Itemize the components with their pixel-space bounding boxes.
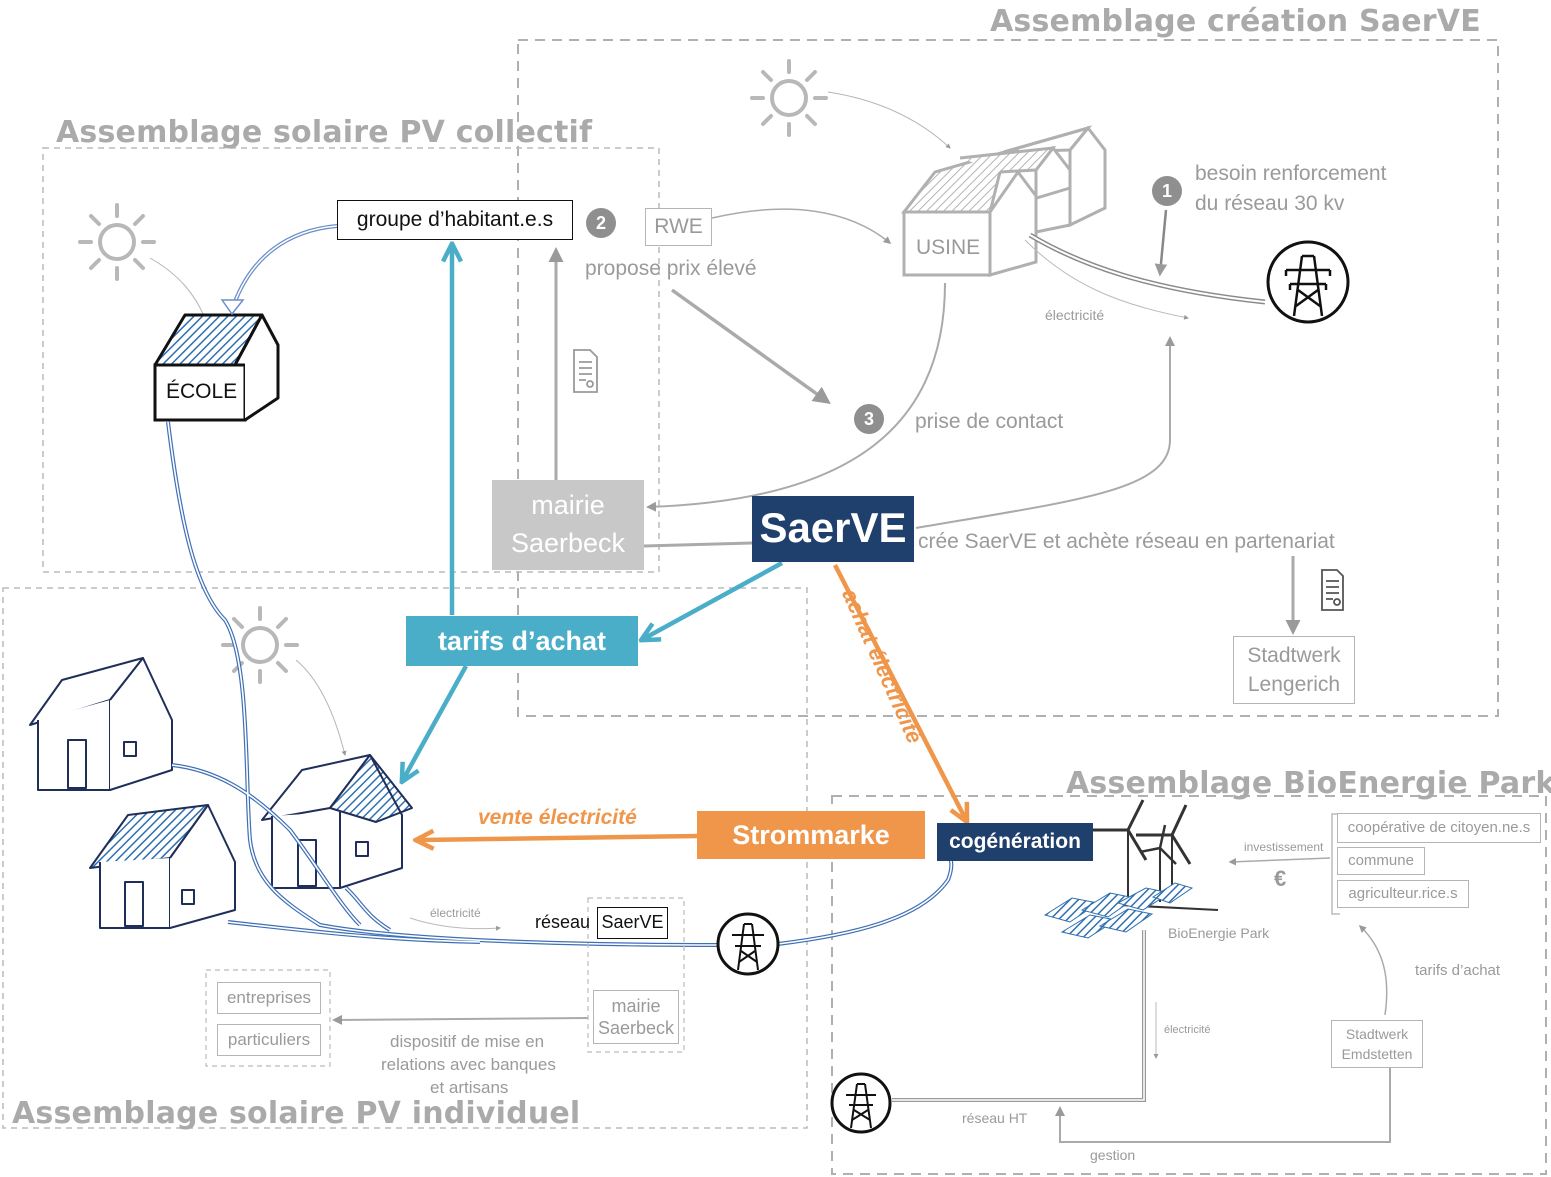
sun-to-ecole-arrow [149, 257, 206, 319]
vente-electricite-label: vente électricité [478, 806, 637, 829]
pylon-icon [716, 912, 780, 976]
tarifs-small-label: tarifs d’achat [1415, 962, 1501, 979]
investissement-label: investissement [1244, 840, 1324, 854]
house-icon [261, 754, 413, 889]
strommarke-box: Strommarke [697, 811, 925, 859]
grid-cable [1028, 232, 1266, 305]
investissement-arrow [1228, 857, 1331, 866]
electricite-small-label: électricité [430, 906, 481, 920]
panel-title-bioenergie: Assemblage BioEnergie Park [1066, 766, 1551, 801]
dispositif-line-1: dispositif de mise en [390, 1032, 545, 1051]
house-icon [89, 804, 236, 929]
step-badge-1: 1 [1152, 176, 1182, 206]
stadtwerk-lengerich-box: Stadtwerk Lengerich [1233, 636, 1355, 704]
cogeneration-box: cogénération [937, 823, 1093, 861]
particuliers-box: particuliers [217, 1024, 321, 1056]
electricite-small-arrow [409, 917, 501, 931]
bracket-investors [1331, 813, 1340, 915]
euro-label: € [1274, 866, 1287, 891]
dashed-group-targets [205, 969, 331, 1067]
besoin-label-2: du réseau 30 kv [1195, 192, 1345, 215]
prise-label: prise de contact [915, 410, 1064, 433]
stadtwerk-lengerich-line-1: Stadtwerk [1247, 644, 1341, 667]
tarifs-to-house-arrow [404, 664, 468, 778]
rwe-box: RWE [645, 208, 712, 246]
pylon-icon [1266, 240, 1350, 324]
reseau-ht-label: réseau HT [962, 1110, 1028, 1126]
sun-icon [78, 203, 156, 281]
rwe-to-usine-arrow [711, 208, 892, 244]
electricite-top-label: électricité [1045, 307, 1105, 323]
panel-title-pv-collective: Assemblage solaire PV collectif [56, 115, 593, 150]
vente-arrow [420, 836, 701, 840]
panel-title-pv-individual: Assemblage solaire PV individuel [12, 1096, 581, 1131]
stadtwerk-emsdetten-line-1: Stadtwerk [1345, 1026, 1409, 1042]
sun-icon [750, 59, 828, 137]
document-icon [573, 349, 598, 393]
house-icon [153, 313, 280, 422]
factory-icon [900, 125, 1107, 277]
panel-bioenergie [831, 795, 1547, 1175]
groupe-habitants-box: groupe d’habitant.e.s [337, 200, 573, 240]
groupe-to-ecole-arrow [230, 224, 338, 311]
usine-to-mairie-arrow [646, 282, 946, 512]
mairie-line-1: mairie [531, 490, 605, 520]
saerve-to-reseau-arrow [915, 336, 1175, 529]
agriculteur-box: agriculteur.rice.s [1337, 880, 1469, 908]
entreprises-box: entreprises [217, 982, 321, 1014]
mairie-small-line-2: Saerbeck [597, 1018, 675, 1038]
mairie-small-line-1: mairie [611, 996, 661, 1016]
bioenergie-park-label: BioEnergie Park [1168, 925, 1270, 941]
electricite-bio-label: électricité [1164, 1024, 1211, 1036]
saerve-to-mairie-line [643, 541, 753, 548]
propose-arrow [670, 288, 831, 405]
sun-to-house-arrow [295, 659, 347, 756]
cree-label: crée SaerVE et achète réseau en partenar… [918, 530, 1335, 553]
besoin-label-1: besoin renforcement [1195, 162, 1387, 185]
ecole-label: ÉCOLE [166, 380, 238, 403]
tarifs-achat-box: tarifs d’achat [406, 616, 638, 666]
cooperative-box: coopérative de citoyen.ne.s [1337, 813, 1541, 843]
besoin-arrow [1154, 209, 1168, 277]
panel-title-saerve: Assemblage création SaerVE [990, 4, 1481, 39]
panel-pv-collective [42, 147, 660, 573]
gestion-arrow [1055, 1068, 1391, 1143]
propose-label: propose prix élevé [585, 257, 757, 280]
tarifs-small-arrow [1358, 924, 1388, 1016]
step-badge-3: 3 [854, 404, 884, 434]
step-badge-2: 2 [586, 208, 616, 238]
stadtwerk-emsdetten-line-2: Emdstetten [1341, 1046, 1413, 1062]
mairie-small-box: mairie Saerbeck [593, 990, 679, 1044]
electricite-arrow [1024, 239, 1189, 320]
mairie-line-2: Saerbeck [510, 528, 626, 558]
commune-box: commune [1337, 847, 1425, 875]
saerve-to-tarifs-arrow [645, 561, 784, 638]
reseau-label: réseau [535, 912, 591, 932]
pylon-icon [830, 1072, 892, 1134]
stadtwerk-lengerich-line-2: Lengerich [1247, 673, 1341, 696]
saerve-box: SaerVE [752, 496, 914, 562]
house-icon [29, 657, 173, 791]
dispositif-line-2: relations avec banques [381, 1055, 556, 1074]
sun-to-usine-arrow [827, 91, 951, 149]
wind-turbine-icon [1092, 799, 1219, 911]
reseau-ht-cable [892, 930, 1146, 1102]
document-icon [1321, 569, 1344, 611]
solar-panel-icon [1043, 882, 1194, 939]
panel-saerve [517, 39, 1499, 717]
dispositif-arrow [332, 1014, 589, 1025]
usine-label: USINE [916, 236, 981, 259]
gestion-label: gestion [1090, 1147, 1136, 1163]
mairie-saerbeck-box: mairie Saerbeck [492, 480, 644, 570]
dispositif-line-3: et artisans [430, 1078, 509, 1097]
stadtwerk-emsdetten-box: Stadtwerk Emdstetten [1331, 1020, 1423, 1068]
panel-pv-individual [2, 587, 808, 1129]
dashed-group-reseau [587, 897, 685, 1053]
reseau-saerve-box: SaerVE [597, 907, 668, 939]
achat-arrow [832, 563, 965, 818]
